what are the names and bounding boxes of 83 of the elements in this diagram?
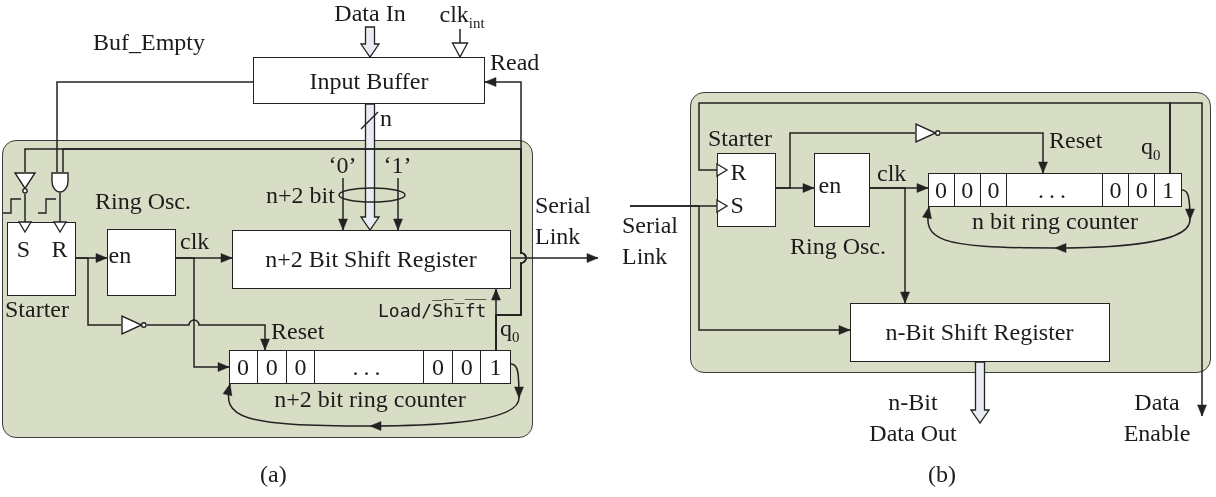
bit-value-label: ‘0’ (327, 151, 358, 178)
pin-label: R (50, 236, 69, 261)
block-caption: Ring Osc. (95, 189, 192, 213)
block-caption: n+2 bit ring counter (273, 387, 467, 411)
pin-label: S (730, 192, 745, 217)
and-gate-symbol (50, 171, 69, 193)
arrow (491, 288, 501, 351)
register-bit: 0 (953, 173, 980, 206)
inverter-symbol (914, 122, 941, 143)
block-caption: Starter (5, 297, 70, 321)
signal-label: Serial Link (535, 191, 592, 251)
signal-label: Data Enable (1122, 388, 1192, 448)
arrow (18, 193, 32, 233)
signal-label: Serial Link (622, 211, 679, 271)
register-bit: 1 (480, 350, 510, 383)
pin-label: en (818, 172, 843, 197)
register-bit: 0 (422, 350, 453, 383)
arrow (698, 102, 1171, 177)
register-bit: 0 (256, 350, 286, 383)
register-bit: ... (1006, 173, 1102, 206)
clock-signal-label: clk$_{int}$ (436, 0, 488, 29)
block-caption: n bit ring counter (971, 209, 1139, 233)
signal-label: Buf_Empty (93, 30, 205, 54)
starter-block (6, 221, 76, 296)
panel-caption: (b) (928, 462, 956, 486)
arrow (175, 257, 230, 372)
buffer-block: Input Buffer (253, 57, 485, 104)
bus-arrow (359, 103, 381, 232)
signal-label: clk (877, 161, 907, 185)
signal-label: Read (490, 50, 540, 74)
starter-block (716, 152, 776, 227)
output-label: q$_{0}$ (500, 316, 520, 340)
bus-arrow (969, 361, 991, 425)
inverter-symbol (13, 171, 36, 194)
shift-register-block: n+2 Bit Shift Register (231, 229, 511, 289)
arrow (393, 177, 403, 231)
panel-caption: (a) (260, 462, 287, 486)
ring-counter (927, 172, 1182, 207)
arrow (940, 132, 1048, 174)
wire (775, 132, 916, 189)
block-caption: Ring Osc. (790, 234, 887, 258)
signal-label: clk (180, 229, 210, 253)
register-bit: 1 (1154, 173, 1181, 206)
oscillator-block (106, 228, 176, 296)
module-panel (690, 92, 1211, 373)
ring-counter (228, 349, 511, 384)
arrow (451, 28, 469, 58)
register-bit: 0 (452, 350, 481, 383)
arrow (1169, 102, 1207, 417)
feedback-arrow (222, 363, 524, 431)
signal-label: Reset (1049, 128, 1103, 152)
arrow (629, 205, 851, 335)
feedback-arrow (922, 189, 1195, 253)
arrow (338, 177, 348, 231)
block-caption: Starter (708, 126, 773, 150)
bus-arrow (359, 26, 381, 59)
arrow (146, 319, 270, 351)
wire (75, 257, 122, 326)
signal-label: Reset (271, 319, 325, 343)
register-bit: 0 (934, 175, 949, 205)
arrow (869, 187, 910, 304)
signal-label: n-Bit Data Out (868, 388, 958, 448)
shift-register-block: n-Bit Shift Register (849, 302, 1110, 362)
input-signal-label: Data In (330, 0, 410, 27)
register-bit: 0 (1101, 173, 1129, 206)
annotation-label: n+2 bit (266, 183, 335, 207)
module-panel (2, 140, 533, 438)
pin-label: en (108, 242, 133, 267)
register-bit: 0 (1128, 173, 1155, 206)
pin-label: R (730, 159, 748, 184)
wire (56, 81, 254, 173)
register-bit: 0 (236, 352, 251, 382)
register-bit: 0 (979, 173, 1007, 206)
register-bit: ... (314, 350, 423, 383)
signal-label: n (380, 106, 392, 130)
arrow (53, 192, 67, 233)
arrow (510, 253, 599, 263)
pin-label: S (15, 236, 32, 261)
inverter-symbol (120, 314, 147, 335)
output-label: q$_{0}$ (1141, 134, 1161, 158)
bit-value-label: ‘1’ (382, 151, 413, 178)
oscillator-block (813, 152, 870, 227)
register-bit: 0 (285, 350, 315, 383)
